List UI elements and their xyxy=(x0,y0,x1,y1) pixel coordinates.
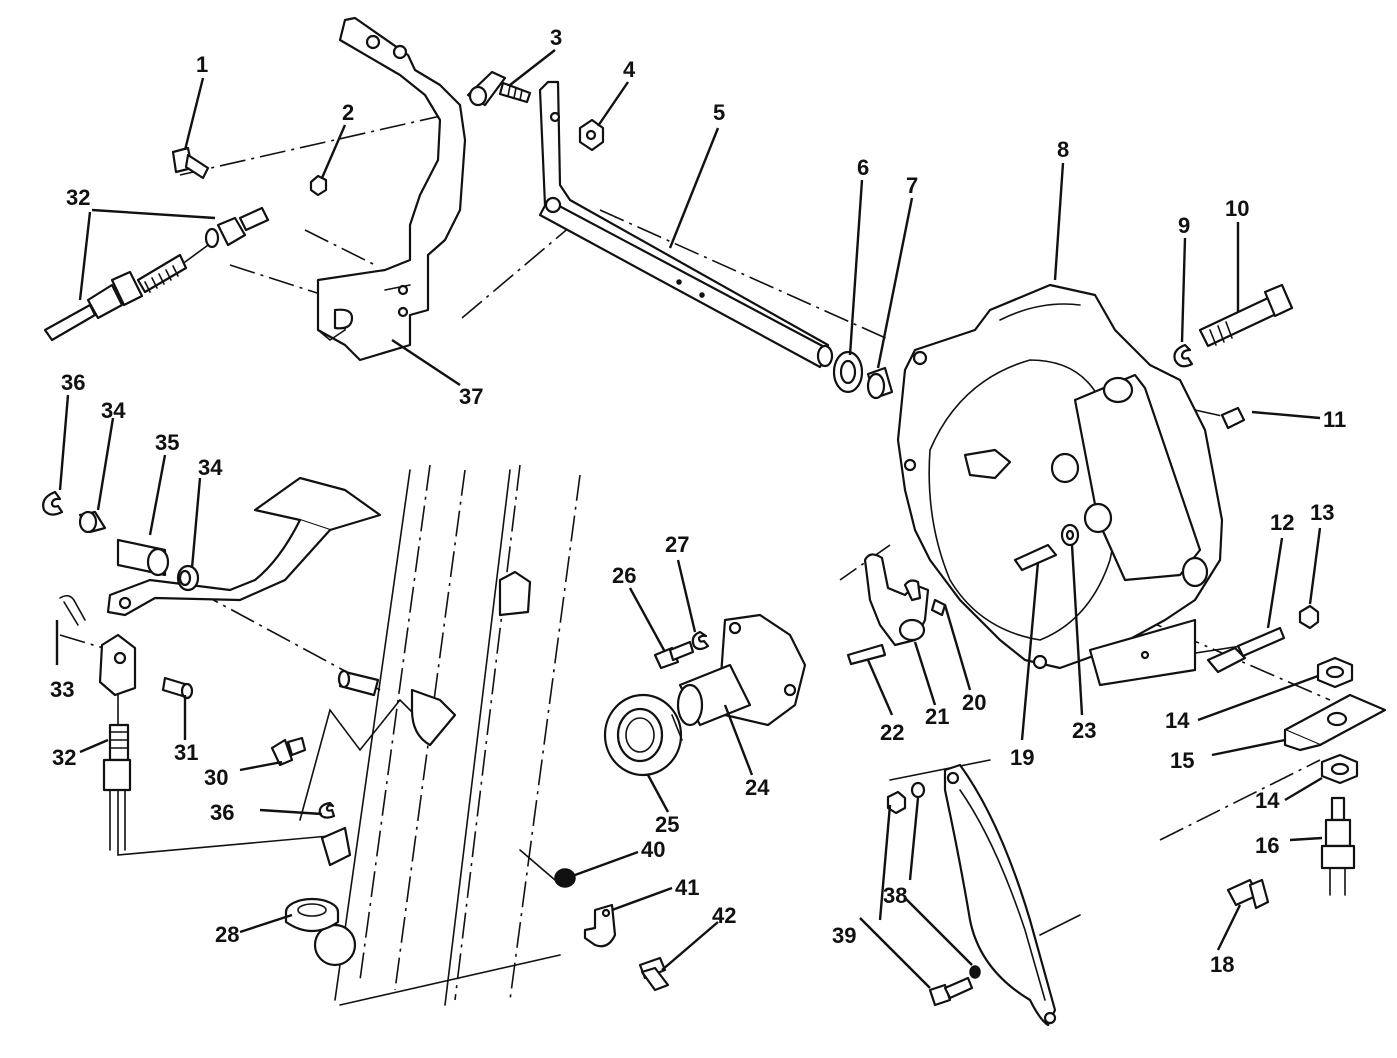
carrier-washer xyxy=(691,630,710,651)
release-fork xyxy=(863,553,930,647)
callout-40: 40 xyxy=(641,837,665,862)
cross-shaft xyxy=(538,80,834,369)
shaft-bushing xyxy=(866,366,894,400)
callout-28: 28 xyxy=(215,922,239,947)
callout-6: 6 xyxy=(857,155,869,180)
grommet xyxy=(284,897,340,933)
lever-nut xyxy=(578,118,605,152)
bearing-carrier xyxy=(676,613,807,727)
bracket-nut xyxy=(309,174,328,197)
callout-36-lower: 36 xyxy=(210,800,234,825)
pedal-clevis-pin xyxy=(161,676,194,700)
callout-39: 39 xyxy=(832,923,856,948)
callout-19: 19 xyxy=(1010,745,1034,770)
callout-4: 4 xyxy=(623,57,636,82)
callout-9: 9 xyxy=(1178,213,1190,238)
callout-7: 7 xyxy=(906,173,918,198)
callout-36-upper: 36 xyxy=(61,370,85,395)
callout-33: 33 xyxy=(50,677,74,702)
switch-nut-upper xyxy=(1316,656,1354,689)
fork-bolt xyxy=(1013,543,1058,572)
stop-bumper xyxy=(270,736,307,767)
callout-labels: 1 2 3 4 5 6 7 8 9 10 11 12 13 14 14 15 1… xyxy=(50,25,1346,977)
pedal-mount xyxy=(313,570,532,967)
clamp-bolt xyxy=(638,956,670,992)
callout-18: 18 xyxy=(1210,952,1234,977)
callout-24: 24 xyxy=(745,775,770,800)
cotter-pin xyxy=(59,594,86,626)
callout-14-upper: 14 xyxy=(1165,708,1190,733)
callout-16: 16 xyxy=(1255,833,1279,858)
adjust-nut xyxy=(1298,604,1320,630)
fork-spring-clip xyxy=(930,598,947,617)
bracket-bolt xyxy=(171,146,210,180)
switch-bracket xyxy=(1283,693,1387,752)
pedal-bushing-left xyxy=(78,510,107,534)
clutch-pedal xyxy=(106,476,382,617)
callout-12: 12 xyxy=(1270,510,1294,535)
shaft-seal xyxy=(832,350,864,394)
callout-41: 41 xyxy=(675,875,699,900)
callout-25: 25 xyxy=(655,812,679,837)
callout-30: 30 xyxy=(204,765,228,790)
cover-nut xyxy=(886,790,907,815)
neutral-switch xyxy=(1320,796,1356,896)
adjust-screw xyxy=(1206,626,1286,674)
callout-34-left: 34 xyxy=(101,398,126,423)
callout-15: 15 xyxy=(1170,748,1194,773)
pedal-pivot-shaft xyxy=(337,669,380,697)
callout-31: 31 xyxy=(174,740,198,765)
clevis-pin xyxy=(466,70,532,107)
callout-5: 5 xyxy=(713,100,725,125)
housing-bolt xyxy=(1226,878,1270,910)
callout-2: 2 xyxy=(342,100,354,125)
cover-bolt xyxy=(928,976,974,1007)
callout-21: 21 xyxy=(925,704,949,729)
dowel-pin xyxy=(1220,406,1246,430)
callout-3: 3 xyxy=(550,25,562,50)
inspection-cover xyxy=(943,763,1057,1027)
pedal-bushing-right xyxy=(176,564,200,592)
lock-washer xyxy=(1173,343,1194,368)
callout-37: 37 xyxy=(459,384,483,409)
clutch-cable-upper xyxy=(43,206,270,342)
cover-washer xyxy=(910,781,981,979)
callout-34-right: 34 xyxy=(198,455,223,480)
carrier-bolt xyxy=(653,640,695,670)
callout-14-lower: 14 xyxy=(1255,788,1280,813)
callout-1: 1 xyxy=(196,52,208,77)
cable-bracket xyxy=(316,16,467,362)
cable-grommet-small xyxy=(554,868,576,888)
fork-pin xyxy=(846,643,887,666)
callout-38: 38 xyxy=(883,883,907,908)
layout-lines xyxy=(117,469,1281,1006)
e-clip-lower xyxy=(318,801,336,819)
long-bolt xyxy=(1198,283,1294,348)
callout-27: 27 xyxy=(665,532,689,557)
callout-11: 11 xyxy=(1323,407,1346,432)
release-bearing xyxy=(603,693,683,777)
callout-32-upper: 32 xyxy=(66,185,90,210)
callout-10: 10 xyxy=(1225,196,1249,221)
callout-35: 35 xyxy=(155,430,179,455)
e-clip-upper xyxy=(42,490,64,516)
callout-23: 23 xyxy=(1072,718,1096,743)
callout-20: 20 xyxy=(962,690,986,715)
callout-32-lower: 32 xyxy=(52,745,76,770)
callout-26: 26 xyxy=(612,563,636,588)
callout-leaders xyxy=(55,49,1323,989)
cable-clamp xyxy=(583,903,617,948)
bell-housing xyxy=(896,283,1224,687)
switch-nut-lower xyxy=(1320,753,1359,785)
callout-22: 22 xyxy=(880,720,904,745)
callout-42: 42 xyxy=(712,903,736,928)
callout-13: 13 xyxy=(1310,500,1334,525)
callout-8: 8 xyxy=(1057,137,1069,162)
clutch-cable-lower xyxy=(98,633,137,851)
fork-washer xyxy=(1060,523,1080,547)
